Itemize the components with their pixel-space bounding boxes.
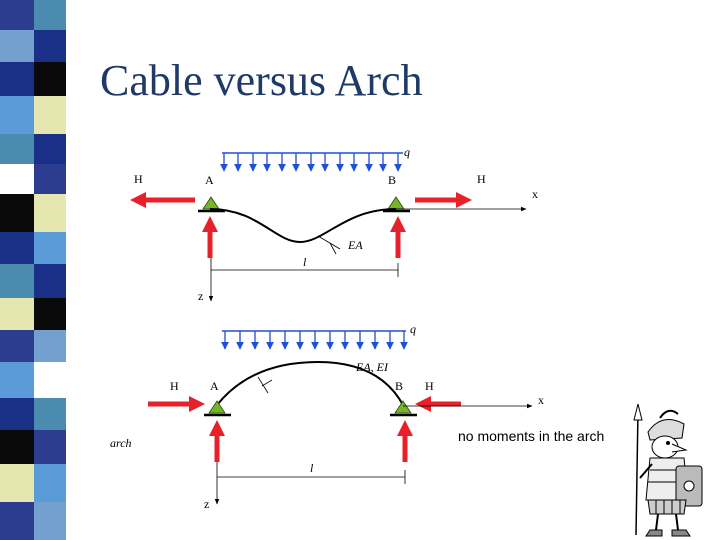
arch-stiffness-label: EA, EI [355,360,389,374]
arch-support-a [204,400,231,417]
slide-title: Cable versus Arch [100,56,423,105]
arch-left-arrowhead [189,396,205,412]
arch-curve [216,360,404,406]
cable-curve [209,208,397,244]
arch-z-axis-label: z [204,497,209,511]
cable-diagram: q H A B H EA x z [130,145,538,303]
decorative-sidebar-strip [0,0,66,540]
arch-caption: arch [110,436,132,450]
cable-right-vertical-arrowhead [390,216,406,232]
arch-left-force-label: H [170,379,179,393]
cable-load-label: q [404,145,410,159]
arch-right-vertical-arrowhead [397,420,413,436]
arch-support-b [390,400,417,417]
roman-soldier-illustration [633,403,703,537]
cable-right-arrowhead [456,192,472,208]
cable-support-b-label: B [388,173,396,187]
cable-stiffness-label: EA [347,238,363,252]
cable-z-axis-label: z [198,289,203,303]
arch-diagram: q EA, EI H A B H x z [110,322,604,511]
cable-x-axis-label: x [532,187,538,201]
distributed-load-arrows [220,152,403,172]
arch-support-b-label: B [395,379,403,393]
arch-span-label: l [310,461,314,475]
cable-stiffness-pointer [317,235,341,250]
arch-right-force-label: H [425,379,434,393]
cable-left-force-label: H [134,172,143,186]
arch-x-axis-label: x [538,393,544,407]
cable-support-a-label: A [205,173,214,187]
arch-load-label: q [410,322,416,336]
arch-support-a-label: A [210,379,219,393]
arch-distributed-load-arrows [221,330,408,350]
no-moments-note: no moments in the arch [458,428,604,444]
cable-right-force-label: H [477,172,486,186]
cable-left-vertical-arrowhead [202,216,218,232]
arch-left-vertical-arrowhead [209,420,225,436]
arch-right-arrowhead [415,396,431,412]
cable-left-arrowhead [130,192,146,208]
cable-span-label: l [303,255,307,269]
